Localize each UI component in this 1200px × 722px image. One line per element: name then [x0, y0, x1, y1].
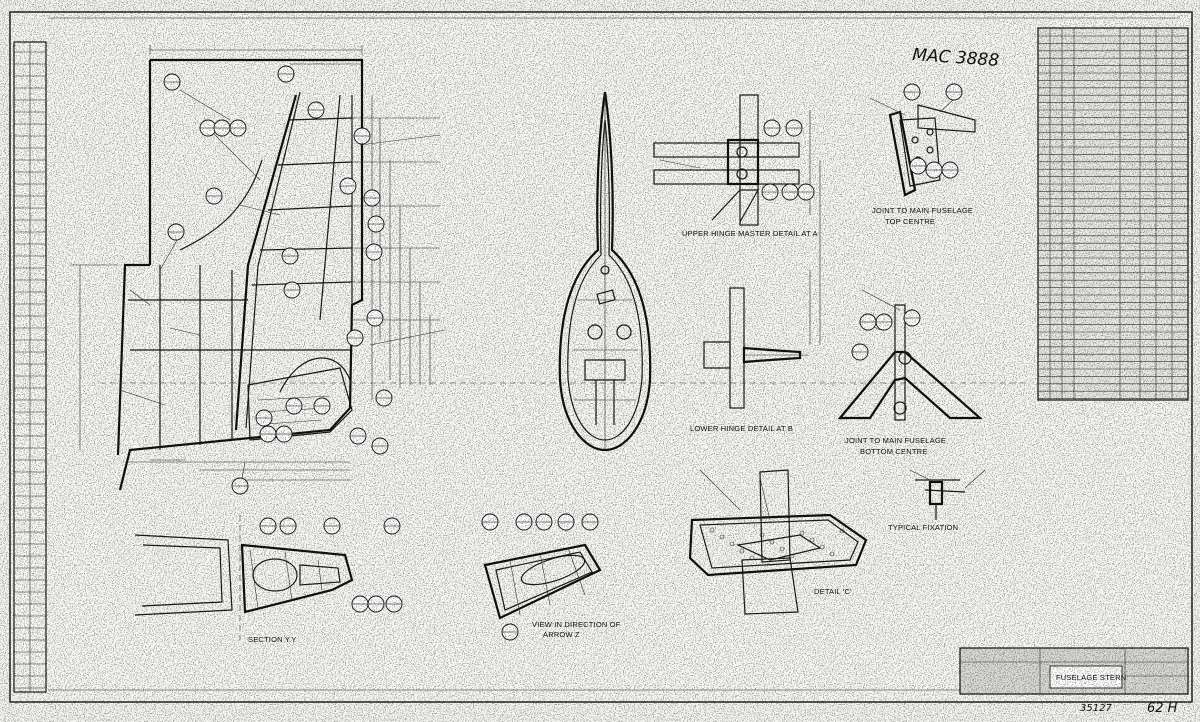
joint-bottom-title-line1: JOINT TO MAIN FUSELAGE	[845, 436, 946, 445]
joint-top-title-line2: TOP CENTRE	[885, 217, 935, 226]
upper-hinge-title: UPPER HINGE MASTER DETAIL AT A	[682, 229, 818, 238]
archive-tag-code: 62 H	[1147, 701, 1178, 716]
lower-hinge-title: LOWER HINGE DETAIL AT B	[690, 424, 793, 433]
joint-top-title-line1: JOINT TO MAIN FUSELAGE	[872, 206, 973, 215]
view-arrow-title-line1: VIEW IN DIRECTION OF	[532, 620, 621, 629]
view-arrow-title-line2: ARROW Z	[543, 630, 580, 639]
section-yy-title: SECTION Y.Y	[248, 635, 297, 644]
detail-c-title: DETAIL 'C'	[814, 587, 852, 596]
joint-bottom-title-line2: BOTTOM CENTRE	[860, 447, 927, 456]
title-block-title: FUSELAGE STERN	[1056, 673, 1126, 682]
archive-tag-number: 35127	[1080, 703, 1112, 714]
typical-fixation-title: TYPICAL FIXATION	[888, 523, 958, 532]
